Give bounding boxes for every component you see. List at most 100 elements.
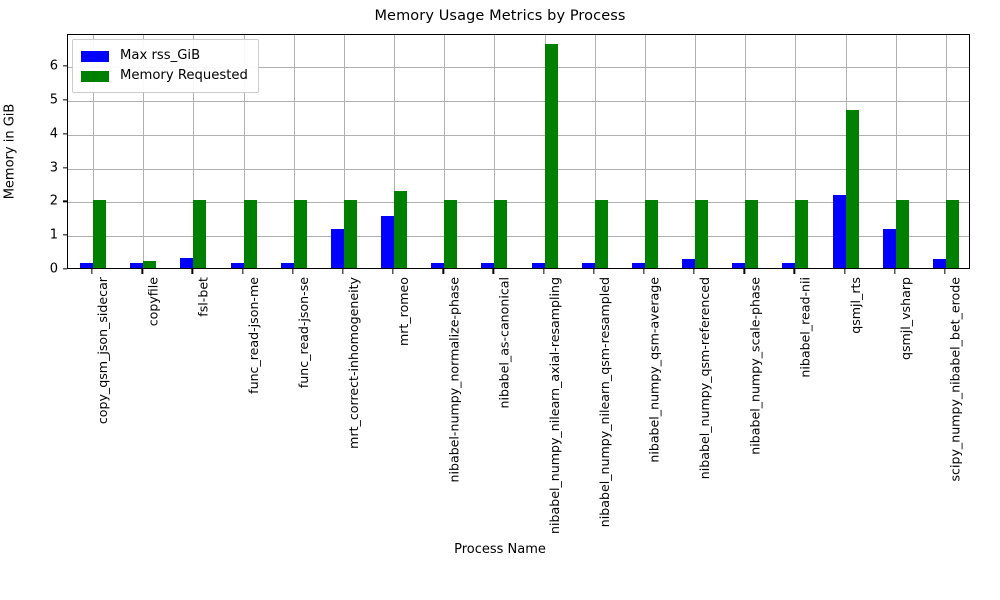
bar	[832, 195, 846, 268]
y-tick-label: 3	[49, 160, 58, 176]
y-tick-mark	[62, 166, 67, 169]
legend-item[interactable]: Max rss_GiB	[81, 46, 248, 66]
x-tick-label-text: qsmjl_rts	[847, 277, 863, 334]
x-tick-label-text: nibabel-numpy_normalize-phase	[446, 277, 462, 483]
bar	[682, 259, 696, 268]
x-gridline	[343, 35, 345, 268]
bar	[431, 262, 445, 268]
y-tick-mark	[62, 268, 67, 270]
bar	[193, 200, 207, 268]
x-tick-mark	[793, 269, 796, 274]
x-tick-mark	[442, 269, 444, 274]
bar	[745, 200, 759, 268]
bar	[394, 191, 408, 268]
bar	[130, 262, 144, 268]
bar	[695, 200, 709, 268]
x-tick-mark	[944, 269, 946, 274]
x-tick-label-text: func_read-json-me	[245, 277, 261, 394]
bar	[343, 200, 357, 268]
x-tick-label-text: nibabel_read-nii	[797, 277, 813, 378]
x-tick-mark	[342, 269, 344, 274]
legend-item-label: Memory Requested	[120, 68, 248, 84]
x-tick-mark	[492, 269, 495, 274]
x-axis-label: Process Name	[454, 542, 546, 557]
y-tick-mark	[62, 234, 67, 236]
y-tick-mark	[62, 99, 67, 101]
x-tick-label-text: nibabel_numpy_qsm-average	[646, 277, 662, 463]
x-tick-mark	[894, 269, 896, 274]
x-tick-label-text: mrt_romeo	[396, 277, 412, 347]
x-gridline	[594, 35, 596, 268]
bar	[330, 229, 344, 268]
bar	[381, 215, 395, 268]
x-gridline	[93, 35, 95, 268]
x-tick-label-text: nibabel_numpy_scale-phase	[747, 277, 763, 455]
bar	[280, 262, 294, 268]
bar	[732, 262, 746, 268]
y-gridline	[68, 236, 969, 238]
y-tick-mark	[62, 65, 67, 67]
x-tick-label-text: mrt_correct-inhomogeneity	[345, 277, 361, 449]
bar	[93, 200, 107, 268]
x-tick-label-text: scipy_numpy_nibabel_bet_erode	[947, 277, 963, 482]
y-tick-label: 6	[49, 58, 58, 74]
x-tick-label-text: nibabel_numpy_nilearn_qsm-resampled	[596, 277, 612, 528]
x-gridline	[193, 35, 195, 268]
bar	[243, 200, 257, 268]
x-gridline	[243, 35, 245, 268]
y-tick-label: 5	[49, 92, 58, 108]
y-tick-mark	[62, 133, 67, 135]
y-tick-label: 4	[49, 126, 58, 142]
x-gridline	[945, 35, 947, 268]
x-gridline	[143, 35, 145, 268]
x-gridline	[394, 35, 396, 268]
bar	[945, 200, 959, 268]
x-tick-label-text: qsmjl_vsharp	[897, 277, 913, 361]
y-tick-mark	[62, 200, 67, 203]
y-gridline	[68, 134, 969, 136]
bar	[444, 200, 458, 268]
bar	[795, 200, 809, 268]
x-gridline	[444, 35, 446, 268]
bar	[882, 229, 896, 268]
x-tick-label-text: nibabel_numpy_nilearn_axial-resampling	[546, 277, 562, 534]
bar	[180, 257, 194, 268]
x-gridline	[895, 35, 897, 268]
y-tick-label: 1	[49, 227, 58, 243]
x-tick-mark	[91, 269, 93, 274]
x-tick-mark	[141, 269, 143, 274]
bar	[531, 262, 545, 268]
x-tick-label-text: nibabel_numpy_qsm-referenced	[697, 277, 713, 480]
x-tick-mark	[241, 269, 244, 274]
bar	[594, 200, 608, 268]
y-tick-label: 0	[49, 261, 58, 277]
y-gridline	[68, 202, 969, 204]
x-tick-label-text: fsl-bet	[195, 277, 211, 317]
bar	[845, 109, 859, 268]
bar	[782, 263, 796, 268]
bar	[631, 262, 645, 268]
x-tick-mark	[292, 269, 294, 274]
x-tick-mark	[693, 269, 695, 274]
bar	[581, 262, 595, 268]
bar	[80, 262, 94, 268]
x-gridline	[745, 35, 747, 268]
x-tick-mark	[191, 269, 194, 274]
legend-item[interactable]: Memory Requested	[81, 66, 248, 86]
x-gridline	[695, 35, 697, 268]
bar	[143, 260, 157, 268]
x-tick-label-text: copy_qsm_json_sidecar	[95, 277, 111, 425]
y-gridline	[68, 168, 969, 170]
bar	[895, 200, 909, 268]
x-tick-mark	[392, 269, 394, 274]
chart-title: Memory Usage Metrics by Process	[374, 8, 626, 24]
bar	[230, 262, 244, 268]
x-gridline	[494, 35, 496, 268]
x-tick-mark	[743, 269, 745, 274]
x-gridline	[644, 35, 646, 268]
x-tick-mark	[542, 269, 545, 274]
bar	[293, 200, 307, 268]
